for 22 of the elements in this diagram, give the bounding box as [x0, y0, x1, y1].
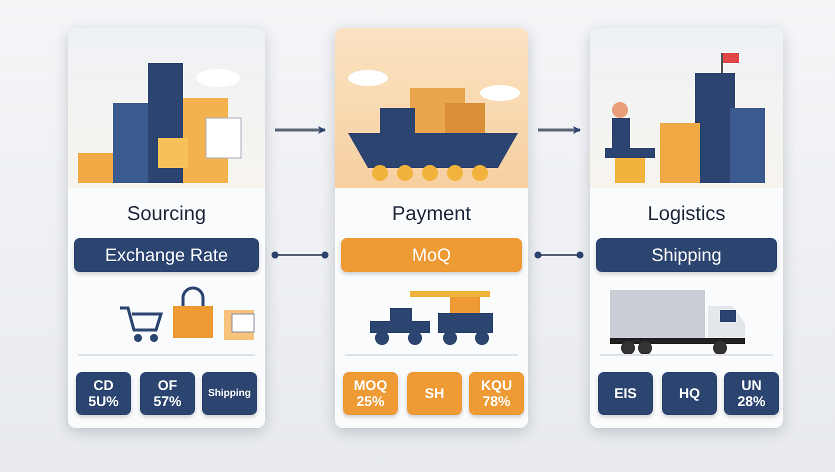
connector-line [534, 252, 584, 258]
arrow [538, 126, 581, 134]
metric-tile: OF 57% [140, 372, 195, 415]
heading-pill: MoQ [341, 238, 522, 272]
card-title: Sourcing [126, 203, 207, 226]
metric-tile: MOQ 25% [343, 372, 398, 415]
heading-pill: Exchange Rate [74, 238, 259, 272]
stage-card [590, 28, 783, 428]
stage-card [68, 28, 265, 428]
metric-tile: Shipping [202, 372, 257, 415]
metric-tile: SH [407, 372, 462, 415]
metric-tile: CD 5U% [76, 372, 131, 415]
arrow [275, 126, 326, 134]
metric-tile: UN 28% [724, 372, 779, 415]
metric-tile: HQ [662, 372, 717, 415]
connector-line [272, 252, 328, 258]
metric-tile: EIS [598, 372, 653, 415]
stage-card [335, 28, 528, 428]
metric-tile: KQU 78% [469, 372, 524, 415]
card-title: Logistics [646, 203, 726, 226]
heading-pill: Shipping [596, 238, 777, 272]
card-title: Payment [391, 203, 472, 226]
